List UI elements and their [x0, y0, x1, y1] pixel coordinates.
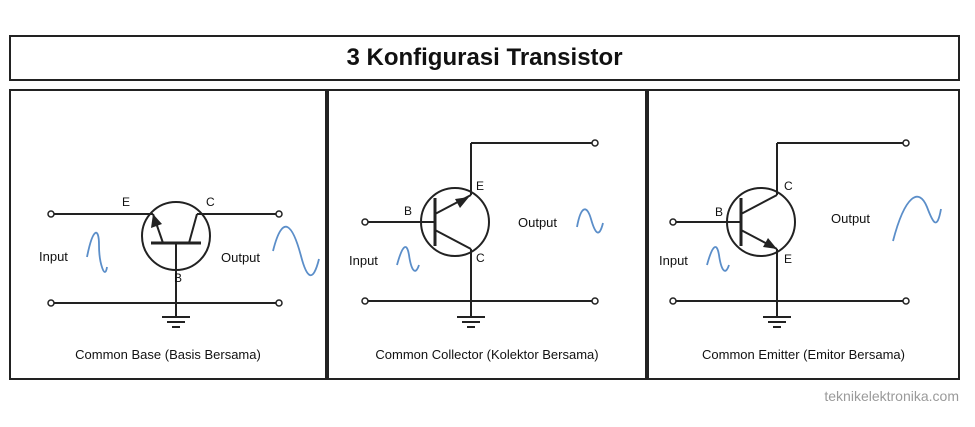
output-waveform [892, 195, 942, 242]
input-label: Input [349, 253, 378, 268]
output-waveform [576, 208, 604, 234]
collector-lead [188, 213, 198, 244]
pin-label-c: C [784, 179, 793, 193]
pin-label-b: B [404, 204, 413, 218]
common-emitter-circuit [669, 139, 942, 328]
pin-label-b: B [715, 205, 724, 219]
common-base-circuit [47, 201, 320, 328]
pin-label-b: B [174, 271, 183, 285]
watermark: teknikelektronika.com [824, 388, 959, 404]
terminal-dot [669, 218, 677, 226]
terminal-dot [902, 297, 910, 305]
input-label: Input [39, 249, 68, 264]
lower-lead [434, 229, 472, 250]
panel-common-emitter: B C E Input Output Common Emitter (Emito… [647, 89, 960, 380]
pin-label-c: C [206, 195, 215, 209]
terminal-dot [591, 139, 599, 147]
pin-label-e: E [122, 195, 131, 209]
output-label: Output [518, 215, 558, 230]
terminal-dot [47, 210, 55, 218]
panel-caption: Common Base (Basis Bersama) [75, 347, 261, 362]
input-waveform [706, 246, 730, 272]
terminal-dot [361, 297, 369, 305]
panel-common-base: E C B Input Output Common Base (Basis Be… [9, 89, 327, 380]
title-box: 3 Konfigurasi Transistor [9, 35, 960, 81]
input-waveform [396, 246, 420, 272]
terminal-dot [275, 299, 283, 307]
panel-caption: Common Emitter (Emitor Bersama) [702, 347, 905, 362]
terminal-dot [275, 210, 283, 218]
input-waveform [86, 232, 108, 273]
pin-label-c: C [476, 251, 485, 265]
terminal-dot [47, 299, 55, 307]
panel-caption: Common Collector (Kolektor Bersama) [375, 347, 599, 362]
terminal-dot [591, 297, 599, 305]
emitter-arrow [151, 214, 162, 228]
panel-common-collector: B E C Input Output Common Collector (Kol… [327, 89, 647, 380]
diagram-title: 3 Konfigurasi Transistor [346, 44, 623, 71]
terminal-dot [902, 139, 910, 147]
terminal-dot [361, 218, 369, 226]
collector-lead [740, 194, 778, 215]
output-label: Output [831, 211, 871, 226]
input-label: Input [659, 253, 688, 268]
output-label: Output [221, 250, 261, 265]
pin-label-e: E [784, 252, 793, 266]
output-waveform [272, 225, 320, 277]
common-collector-circuit [361, 139, 604, 328]
emitter-arrow [763, 238, 777, 249]
pin-label-e: E [476, 179, 485, 193]
emitter-arrow [455, 197, 469, 208]
terminal-dot [669, 297, 677, 305]
